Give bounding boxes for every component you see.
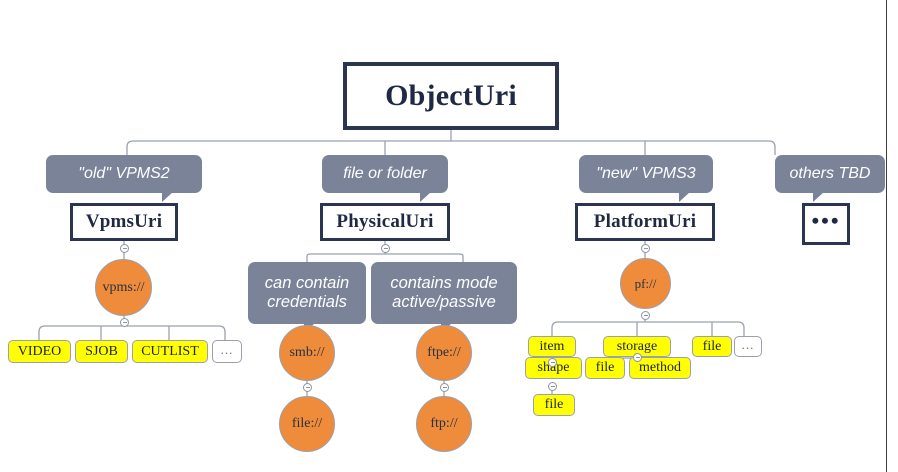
node-others-placeholder-label: ••• — [811, 208, 841, 233]
node-vpms-uri-label: VpmsUri — [85, 211, 163, 232]
node-vpms-scheme[interactable]: vpms:// — [95, 259, 152, 316]
leaf-method-label: method — [639, 360, 681, 375]
leaf-ellipsis-vpms[interactable]: ... — [212, 340, 242, 363]
node-smb-scheme[interactable]: smb:// — [279, 325, 335, 381]
node-object-uri-label: ObjectUri — [385, 79, 517, 112]
toggle-ftpe-scheme[interactable] — [440, 383, 449, 392]
leaf-item[interactable]: item — [528, 336, 576, 357]
leaf-video[interactable]: VIDEO — [8, 340, 71, 363]
leaf-video-label: VIDEO — [17, 343, 62, 359]
callout-tail-icon — [420, 192, 431, 202]
callout-tail-icon — [679, 192, 690, 202]
node-platform-uri[interactable]: PlatformUri — [575, 203, 715, 241]
note-line-2: active/passive — [392, 293, 496, 311]
toggle-vpms-uri[interactable] — [120, 244, 129, 253]
node-smb-scheme-label: smb:// — [289, 345, 325, 360]
leaf-storage[interactable]: storage — [603, 336, 671, 357]
annotation-others-tbd-label: others TBD — [789, 164, 871, 182]
annotation-new-vpms3-label: "new" VPMS3 — [596, 164, 696, 182]
leaf-item-label: item — [539, 338, 565, 354]
annotation-file-or-folder-label: file or folder — [343, 164, 427, 182]
note-line-2: credentials — [267, 293, 347, 311]
node-physical-uri-label: PhysicalUri — [336, 211, 434, 232]
node-vpms-uri[interactable]: VpmsUri — [70, 203, 178, 241]
toggle-shape[interactable] — [548, 382, 557, 391]
node-ftpe-scheme-label: ftpe:// — [427, 345, 461, 360]
leaf-sjob-label: SJOB — [85, 343, 118, 359]
node-object-uri[interactable]: ObjectUri — [343, 62, 559, 130]
node-file-scheme[interactable]: file:// — [279, 396, 335, 452]
leaf-shape[interactable]: shape — [525, 357, 582, 379]
leaf-file-storage[interactable]: file — [585, 357, 625, 379]
node-pf-scheme[interactable]: pf:// — [620, 258, 671, 309]
node-pf-scheme-label: pf:// — [634, 275, 657, 291]
leaf-file-top-label: file — [702, 338, 722, 354]
annotation-new-vpms3: "new" VPMS3 — [579, 155, 713, 202]
annotation-others-tbd: others TBD — [775, 155, 885, 202]
leaf-file-storage-label: file — [595, 360, 615, 375]
node-physical-uri[interactable]: PhysicalUri — [320, 203, 450, 241]
node-vpms-scheme-label: vpms:// — [102, 279, 145, 295]
callout-tail-icon — [813, 192, 824, 202]
note-line-1: contains mode — [390, 273, 498, 292]
annotation-contains-mode-label: contains mode active/passive — [390, 274, 497, 313]
toggle-vpms-scheme[interactable] — [120, 318, 129, 327]
page-divider — [886, 0, 887, 472]
node-file-scheme-label: file:// — [291, 416, 323, 431]
leaf-shape-label: shape — [537, 360, 570, 375]
note-line-1: can contain — [264, 273, 350, 292]
annotation-old-vpms2-label: "old" VPMS2 — [78, 164, 170, 182]
annotation-can-contain-credentials: can contain credentials — [248, 262, 366, 333]
toggle-physical-uri[interactable] — [381, 244, 390, 253]
leaf-cutlist[interactable]: CUTLIST — [132, 340, 208, 363]
leaf-ellipsis-pf-label: ... — [741, 336, 755, 352]
leaf-storage-label: storage — [616, 338, 658, 354]
leaf-file-shape-label: file — [544, 397, 564, 412]
leaf-sjob[interactable]: SJOB — [75, 340, 128, 363]
node-ftp-scheme-label: ftp:// — [430, 416, 458, 431]
leaf-ellipsis-vpms-label: ... — [220, 341, 234, 357]
toggle-storage[interactable] — [633, 353, 642, 362]
annotation-file-or-folder: file or folder — [322, 155, 448, 202]
node-ftp-scheme[interactable]: ftp:// — [416, 396, 472, 452]
callout-tail-icon — [162, 192, 173, 202]
leaf-ellipsis-pf[interactable]: ... — [734, 336, 762, 357]
leaf-file-shape[interactable]: file — [533, 394, 575, 416]
toggle-platform-uri[interactable] — [641, 244, 650, 253]
annotation-can-contain-credentials-label: can contain credentials — [265, 274, 349, 313]
toggle-smb-scheme[interactable] — [303, 383, 312, 392]
node-platform-uri-label: PlatformUri — [593, 211, 697, 232]
annotation-contains-mode: contains mode active/passive — [371, 262, 517, 333]
toggle-pf-scheme[interactable] — [641, 311, 650, 320]
leaf-file-top[interactable]: file — [692, 336, 732, 357]
node-ftpe-scheme[interactable]: ftpe:// — [416, 325, 472, 381]
leaf-cutlist-label: CUTLIST — [141, 343, 199, 359]
annotation-old-vpms2: "old" VPMS2 — [46, 155, 202, 202]
node-others-placeholder[interactable]: ••• — [802, 203, 850, 245]
toggle-item[interactable] — [548, 358, 557, 367]
